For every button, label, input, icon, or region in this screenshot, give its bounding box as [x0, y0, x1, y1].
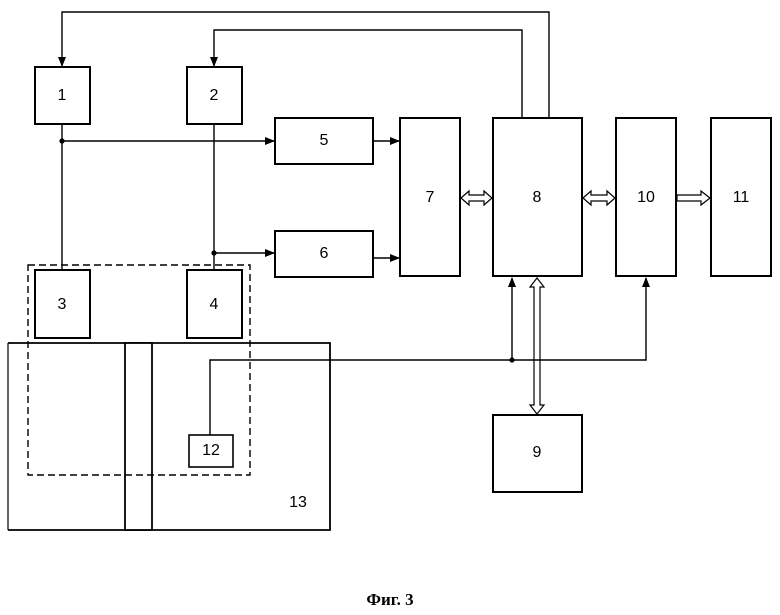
svg-text:11: 11	[733, 189, 750, 206]
block-1: 1	[35, 67, 90, 124]
arrow-10-to-11	[677, 191, 710, 205]
figure-caption: Фиг. 3	[0, 590, 780, 610]
svg-text:8: 8	[533, 189, 542, 206]
svg-text:4: 4	[210, 296, 219, 313]
bidirectional-arrow-8-10	[583, 191, 615, 205]
block-10: 10	[616, 118, 676, 276]
junction-dot	[211, 250, 216, 255]
svg-text:12: 12	[202, 442, 220, 459]
block-4: 4	[187, 270, 242, 338]
block-5: 5	[275, 118, 373, 164]
block-6: 6	[275, 231, 373, 277]
bidirectional-arrow-7-8	[461, 191, 492, 205]
svg-text:9: 9	[533, 444, 542, 461]
junction-dot	[509, 357, 514, 362]
block-8: 8	[493, 118, 582, 276]
svg-text:10: 10	[637, 189, 655, 206]
label-13: 13	[289, 494, 307, 511]
block-3: 3	[35, 270, 90, 338]
block-9: 9	[493, 415, 582, 492]
svg-text:2: 2	[210, 87, 219, 104]
svg-text:7: 7	[426, 189, 435, 206]
junction-dot	[59, 138, 64, 143]
block-diagram: 13 1 2 3 4 5	[0, 0, 780, 590]
feedback-line-8-to-1	[62, 12, 549, 118]
svg-text:3: 3	[58, 296, 67, 313]
svg-text:1: 1	[58, 87, 67, 104]
block-7: 7	[400, 118, 460, 276]
block-11: 11	[711, 118, 771, 276]
svg-text:6: 6	[320, 245, 329, 262]
bidirectional-arrow-8-9	[530, 278, 544, 414]
line-12-to-10	[210, 278, 646, 435]
svg-text:5: 5	[320, 132, 329, 149]
feedback-line-8-to-2	[214, 30, 522, 118]
object-13	[8, 343, 330, 530]
block-2: 2	[187, 67, 242, 124]
block-12: 12	[189, 435, 233, 467]
